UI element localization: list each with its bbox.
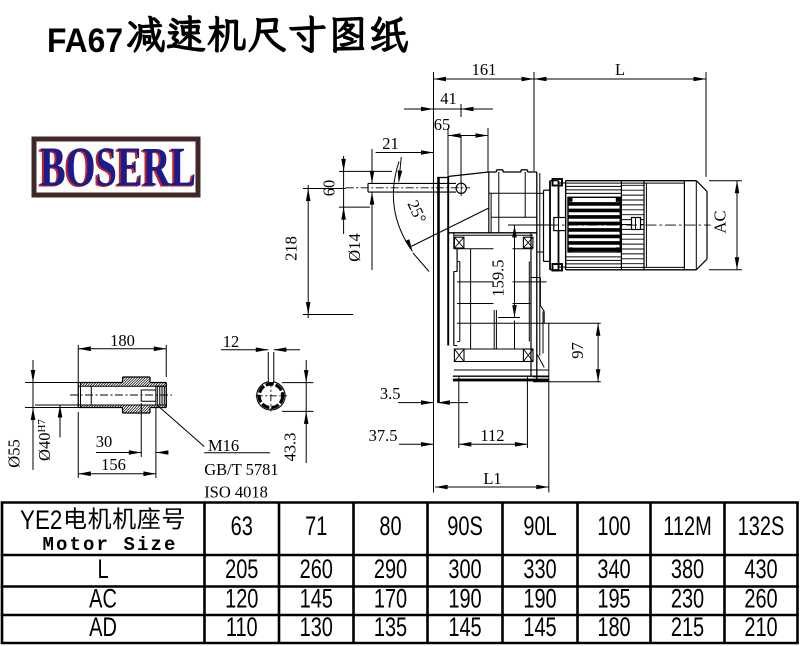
svg-text:AD: AD bbox=[89, 612, 117, 643]
svg-text:180: 180 bbox=[110, 331, 135, 350]
svg-text:43.3: 43.3 bbox=[281, 433, 300, 462]
svg-text:112: 112 bbox=[480, 426, 504, 445]
svg-text:110: 110 bbox=[226, 612, 258, 643]
svg-text:90L: 90L bbox=[523, 511, 556, 542]
svg-text:37.5: 37.5 bbox=[369, 426, 398, 445]
svg-text:AC: AC bbox=[89, 584, 117, 615]
svg-text:71: 71 bbox=[305, 511, 327, 542]
svg-text:112M: 112M bbox=[663, 511, 712, 542]
svg-text:Ø14: Ø14 bbox=[345, 233, 364, 261]
svg-text:260: 260 bbox=[300, 554, 333, 585]
svg-text:L: L bbox=[97, 554, 108, 585]
svg-text:195: 195 bbox=[597, 584, 630, 615]
svg-text:145: 145 bbox=[300, 584, 333, 615]
svg-text:97: 97 bbox=[568, 342, 587, 359]
svg-text:145: 145 bbox=[448, 612, 481, 643]
svg-text:218: 218 bbox=[282, 236, 301, 261]
svg-text:21: 21 bbox=[382, 134, 399, 153]
svg-text:L: L bbox=[615, 60, 625, 79]
svg-text:170: 170 bbox=[374, 584, 407, 615]
svg-text:100: 100 bbox=[597, 511, 630, 542]
svg-text:135: 135 bbox=[374, 612, 407, 643]
svg-text:41: 41 bbox=[440, 89, 457, 108]
svg-text:145: 145 bbox=[523, 612, 556, 643]
svg-text:BOSERL: BOSERL bbox=[40, 137, 196, 199]
svg-text:AC: AC bbox=[711, 211, 730, 234]
svg-text:63: 63 bbox=[231, 511, 253, 542]
svg-text:130: 130 bbox=[300, 612, 333, 643]
svg-text:190: 190 bbox=[448, 584, 481, 615]
svg-text:120: 120 bbox=[225, 584, 258, 615]
svg-text:300: 300 bbox=[448, 554, 481, 585]
svg-text:12: 12 bbox=[223, 332, 240, 351]
svg-text:BOSERL: BOSERL bbox=[38, 138, 194, 200]
svg-text:L1: L1 bbox=[483, 469, 501, 488]
svg-text:ISO 4018: ISO 4018 bbox=[204, 483, 268, 502]
svg-text:30: 30 bbox=[96, 432, 113, 451]
svg-text:330: 330 bbox=[523, 554, 556, 585]
svg-text:260: 260 bbox=[744, 584, 777, 615]
svg-text:90S: 90S bbox=[447, 511, 483, 542]
svg-text:YE2: YE2 bbox=[20, 506, 62, 535]
svg-text:GB/T 5781: GB/T 5781 bbox=[204, 460, 278, 479]
svg-text:156: 156 bbox=[101, 455, 126, 474]
svg-text:M16: M16 bbox=[208, 436, 239, 455]
svg-text:65: 65 bbox=[434, 115, 451, 134]
svg-text:Motor Size: Motor Size bbox=[43, 534, 178, 556]
svg-text:380: 380 bbox=[671, 554, 704, 585]
svg-text:340: 340 bbox=[597, 554, 630, 585]
svg-text:205: 205 bbox=[225, 554, 258, 585]
svg-text:215: 215 bbox=[671, 612, 704, 643]
svg-text:Ø55: Ø55 bbox=[5, 439, 24, 467]
svg-text:80: 80 bbox=[379, 511, 401, 542]
svg-text:132S: 132S bbox=[738, 511, 785, 542]
svg-text:159.5: 159.5 bbox=[489, 259, 508, 296]
svg-text:430: 430 bbox=[744, 554, 777, 585]
svg-text:230: 230 bbox=[671, 584, 704, 615]
svg-text:3.5: 3.5 bbox=[380, 384, 401, 403]
svg-text:290: 290 bbox=[374, 554, 407, 585]
svg-text:FA67: FA67 bbox=[47, 22, 123, 60]
svg-text:161: 161 bbox=[472, 60, 497, 79]
svg-text:190: 190 bbox=[523, 584, 556, 615]
svg-text:180: 180 bbox=[597, 612, 630, 643]
svg-text:210: 210 bbox=[744, 612, 777, 643]
